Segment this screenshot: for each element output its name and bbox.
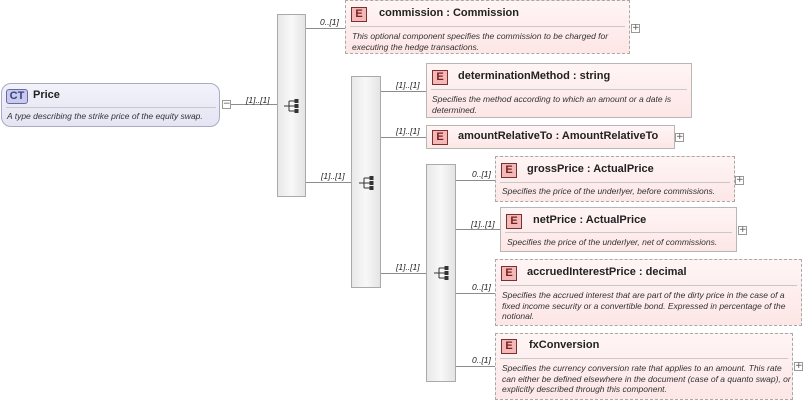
plus-icon[interactable]: + (631, 23, 640, 33)
root-cardinality: [1]..[1] (246, 95, 270, 105)
element-title: amountRelativeTo : AmountRelativeTo (458, 130, 659, 142)
element-determination-method[interactable]: E determinationMethod : string Specifies… (426, 63, 692, 118)
sequence-icon (359, 176, 374, 190)
root-description: A type describing the strike price of th… (7, 111, 203, 121)
element-badge: E (351, 7, 367, 22)
plus-icon[interactable]: + (738, 225, 747, 235)
plus-icon[interactable]: + (735, 175, 744, 185)
element-net-price[interactable]: E netPrice : ActualPrice Specifies the p… (500, 207, 737, 252)
element-separator (500, 285, 797, 286)
sequence-icon (434, 266, 449, 280)
element-title: accruedInterestPrice : decimal (527, 266, 687, 278)
element-badge: E (432, 130, 448, 145)
root-complex-type[interactable]: CT Price A type describing the strike pr… (1, 83, 220, 127)
minus-icon[interactable]: − (222, 99, 231, 109)
element-title: netPrice : ActualPrice (533, 214, 647, 226)
element-title: fxConversion (529, 339, 600, 351)
element-title: grossPrice : ActualPrice (527, 163, 654, 175)
element-fx-conversion[interactable]: E fxConversion Specifies the currency co… (495, 333, 793, 400)
amount-relative-to-cardinality: [1]..[1] (396, 126, 420, 136)
element-separator (505, 232, 732, 233)
element-separator (431, 89, 687, 90)
sequence-2-cardinality: [1]..[1] (321, 171, 345, 181)
element-description: Specifies the accrued interest that are … (502, 290, 786, 321)
sequence-compositor-3[interactable] (426, 164, 456, 382)
element-badge: E (501, 266, 517, 281)
element-gross-price[interactable]: E grossPrice : ActualPrice Specifies the… (495, 156, 735, 202)
element-title: commission : Commission (379, 7, 519, 19)
sequence-icon (284, 99, 299, 113)
sequence-compositor-1[interactable] (277, 14, 306, 197)
element-description: Specifies the price of the underlyer, ne… (507, 237, 718, 247)
element-amount-relative-to[interactable]: E amountRelativeTo : AmountRelativeTo (426, 125, 675, 149)
commission-cardinality: 0..[1] (320, 17, 339, 27)
root-separator (6, 107, 216, 108)
root-type-name: Price (33, 89, 60, 101)
element-badge: E (432, 70, 448, 85)
element-commission[interactable]: E commission : Commission This optional … (345, 0, 630, 54)
determination-method-cardinality: [1]..[1] (396, 80, 420, 90)
sequence-compositor-2[interactable] (351, 76, 381, 288)
element-description: Specifies the currency conversion rate t… (502, 363, 791, 394)
element-description: Specifies the price of the underlyer, be… (502, 186, 716, 196)
element-description: Specifies the method according to which … (432, 94, 672, 115)
net-price-cardinality: [1]..[1] (471, 219, 495, 229)
element-badge: E (501, 163, 517, 178)
gross-price-cardinality: 0..[1] (472, 169, 491, 179)
plus-icon[interactable]: + (675, 132, 684, 142)
element-separator (500, 182, 730, 183)
complex-type-badge: CT (6, 89, 28, 104)
element-badge: E (506, 214, 522, 229)
fx-conversion-cardinality: 0..[1] (472, 355, 491, 365)
element-separator (350, 26, 625, 27)
sequence-3-cardinality: [1]..[1] (396, 262, 420, 272)
accrued-interest-price-cardinality: 0..[1] (472, 282, 491, 292)
plus-icon[interactable]: + (794, 361, 803, 371)
element-title: determinationMethod : string (458, 70, 611, 82)
element-separator (500, 358, 788, 359)
element-description: This optional component specifies the co… (352, 31, 609, 52)
element-accrued-interest-price[interactable]: E accruedInterestPrice : decimal Specifi… (495, 259, 802, 326)
element-badge: E (501, 339, 517, 354)
